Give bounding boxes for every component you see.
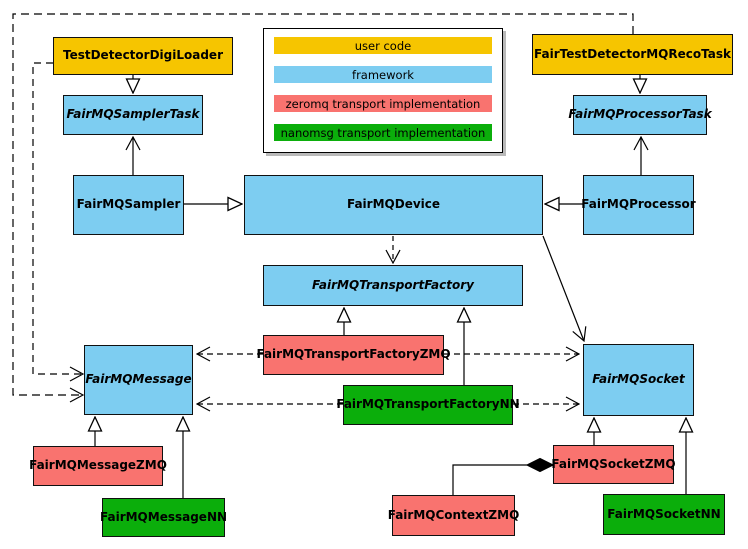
node-label: FairMQMessage bbox=[85, 372, 192, 387]
node-fairmq-sampler-task: FairMQSamplerTask bbox=[63, 95, 203, 135]
node-label: FairMQProcessor bbox=[581, 197, 696, 212]
node-fairmq-message: FairMQMessage bbox=[84, 345, 193, 415]
node-fairmq-message-zmq: FairMQMessageZMQ bbox=[29, 446, 167, 486]
node-fairmq-socket-nn: FairMQSocketNN bbox=[603, 494, 725, 535]
edge-socketzmq-contextzmq-line bbox=[452, 464, 527, 495]
node-fairmq-processor-task: FairMQProcessorTask bbox=[568, 95, 712, 135]
node-label: FairMQTransportFactoryZMQ bbox=[256, 347, 451, 362]
node-fairmq-processor: FairMQProcessor bbox=[581, 175, 696, 235]
node-fairmq-socket: FairMQSocket bbox=[583, 344, 694, 416]
node-fairmq-socket-zmq: FairMQSocketZMQ bbox=[551, 445, 676, 484]
node-fair-test-detector-mq-reco-task: FairTestDetectorMQRecoTask bbox=[532, 34, 733, 75]
node-fairmq-transport-factory: FairMQTransportFactory bbox=[263, 265, 523, 306]
edge-device-to-socket bbox=[542, 235, 584, 341]
node-test-detector-digi-loader: TestDetectorDigiLoader bbox=[53, 37, 233, 75]
legend-panel: user code framework zeromq transport imp… bbox=[263, 28, 503, 153]
node-label: FairMQContextZMQ bbox=[387, 507, 520, 522]
node-label: FairMQSocketZMQ bbox=[551, 456, 676, 471]
node-label: FairMQProcessorTask bbox=[568, 107, 712, 122]
composition-diamond bbox=[525, 457, 555, 473]
node-label: FairMQTransportFactory bbox=[312, 277, 474, 292]
legend-item-zeromq: zeromq transport implementation bbox=[274, 95, 492, 112]
node-label: FairTestDetectorMQRecoTask bbox=[534, 46, 731, 61]
node-fairmq-message-nn: FairMQMessageNN bbox=[99, 498, 228, 537]
node-fairmq-sampler: FairMQSampler bbox=[73, 175, 184, 235]
legend-label: nanomsg transport implementation bbox=[280, 125, 486, 140]
legend-label: zeromq transport implementation bbox=[285, 96, 481, 111]
legend-item-user-code: user code bbox=[274, 37, 492, 54]
node-label: FairMQDevice bbox=[346, 197, 441, 212]
node-label: FairMQSocket bbox=[592, 372, 685, 387]
node-fairmq-transport-factory-nn: FairMQTransportFactoryNN bbox=[336, 385, 520, 425]
legend-label: user code bbox=[354, 38, 412, 53]
node-label: FairMQSamplerTask bbox=[66, 107, 200, 122]
node-label: FairMQMessageNN bbox=[99, 509, 228, 524]
node-fairmq-transport-factory-zmq: FairMQTransportFactoryZMQ bbox=[256, 335, 451, 375]
legend-item-framework: framework bbox=[274, 66, 492, 83]
node-fairmq-device: FairMQDevice bbox=[244, 175, 543, 235]
node-label: FairMQMessageZMQ bbox=[29, 458, 167, 473]
node-label: FairMQTransportFactoryNN bbox=[336, 397, 520, 412]
node-label: FairMQSocketNN bbox=[607, 506, 721, 521]
legend-item-nanomsg: nanomsg transport implementation bbox=[274, 124, 492, 141]
node-label: FairMQSampler bbox=[76, 197, 181, 212]
node-label: TestDetectorDigiLoader bbox=[62, 48, 223, 63]
node-fairmq-context-zmq: FairMQContextZMQ bbox=[388, 495, 519, 536]
legend-label: framework bbox=[352, 67, 414, 82]
